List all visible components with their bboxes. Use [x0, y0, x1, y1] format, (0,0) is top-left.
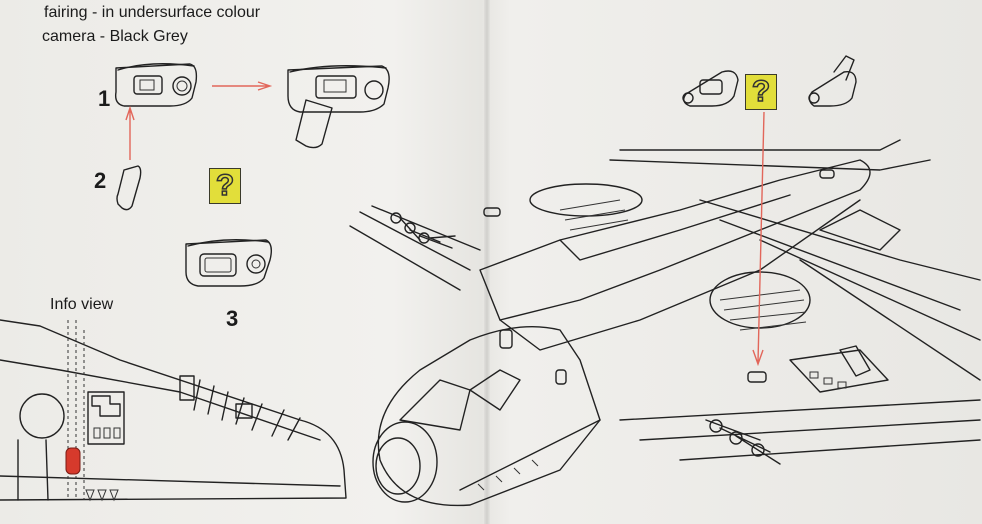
step-number-3: 3 [226, 306, 239, 331]
question-mark-box-icon: ? [209, 168, 241, 204]
red-part [65, 447, 81, 475]
info-view-label: Info view [50, 296, 114, 313]
question-mark-box-icon: ? [745, 74, 777, 110]
arrow-to-assembled [212, 81, 273, 91]
camera-window-icon [116, 165, 142, 211]
camera-location-slot [747, 371, 767, 383]
arrow-part-2-up [125, 105, 135, 160]
camera-note: camera - Black Grey [42, 28, 188, 45]
fairing-open-icon [808, 71, 857, 107]
page-fold [484, 0, 490, 524]
info-view-drawing [0, 319, 347, 502]
fairing-assembled-icon [287, 65, 390, 149]
camera-location-arrow [752, 111, 765, 367]
step-number-2: 2 [94, 168, 107, 193]
fairing-note: fairing - in undersurface colour [44, 4, 261, 21]
step-number-1: 1 [98, 86, 111, 111]
fairing-closed-icon [185, 239, 273, 287]
fairing-part-icon [114, 63, 198, 107]
aircraft-drawing [349, 55, 981, 507]
